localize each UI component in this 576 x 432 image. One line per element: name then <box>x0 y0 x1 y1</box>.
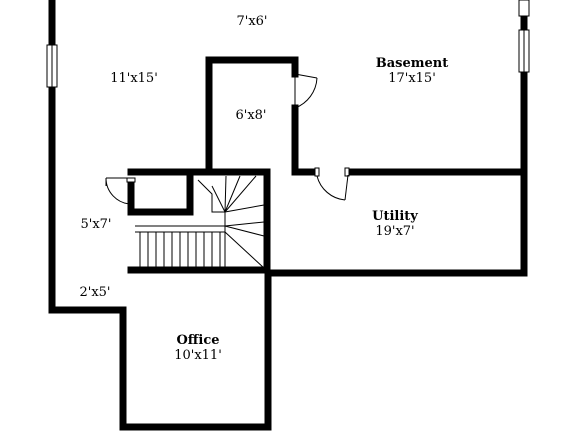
stair-arrow <box>197 179 225 213</box>
staircase[interactable] <box>135 175 265 269</box>
stair-treads <box>139 175 265 269</box>
basement-name: Basement <box>376 56 448 71</box>
utility-name: Utility <box>372 209 418 224</box>
basement-dims: 17'x15' <box>388 71 436 86</box>
office-dims: 10'x11' <box>174 348 222 363</box>
top-closet-dims: 7'x6' <box>236 14 267 29</box>
stair-room-dims: 5'x7' <box>80 217 111 232</box>
wall-center-closet <box>205 56 299 174</box>
exterior-walls <box>48 0 528 431</box>
wall-stair-enclosure <box>127 168 271 274</box>
wall-center-closet-right <box>291 104 320 176</box>
office-name: Office <box>176 333 219 348</box>
interior-walls <box>127 56 528 274</box>
door-center-closet <box>294 73 318 109</box>
center-room-dims: 6'x8' <box>235 108 266 123</box>
doors <box>105 73 350 205</box>
window-north-east <box>518 0 530 17</box>
door-utility <box>314 167 350 201</box>
wall-west <box>48 0 528 431</box>
left-room-dims: 11'x15' <box>110 71 158 86</box>
windows <box>46 0 530 88</box>
door-stair-room <box>105 177 136 205</box>
utility-dims: 19'x7' <box>375 224 414 239</box>
room-labels: 7'x6' 11'x15' Basement 17'x15' 6'x8' 5'x… <box>79 14 448 363</box>
hall-dims: 2'x5' <box>79 285 110 300</box>
wall-stair-inner <box>127 172 194 216</box>
